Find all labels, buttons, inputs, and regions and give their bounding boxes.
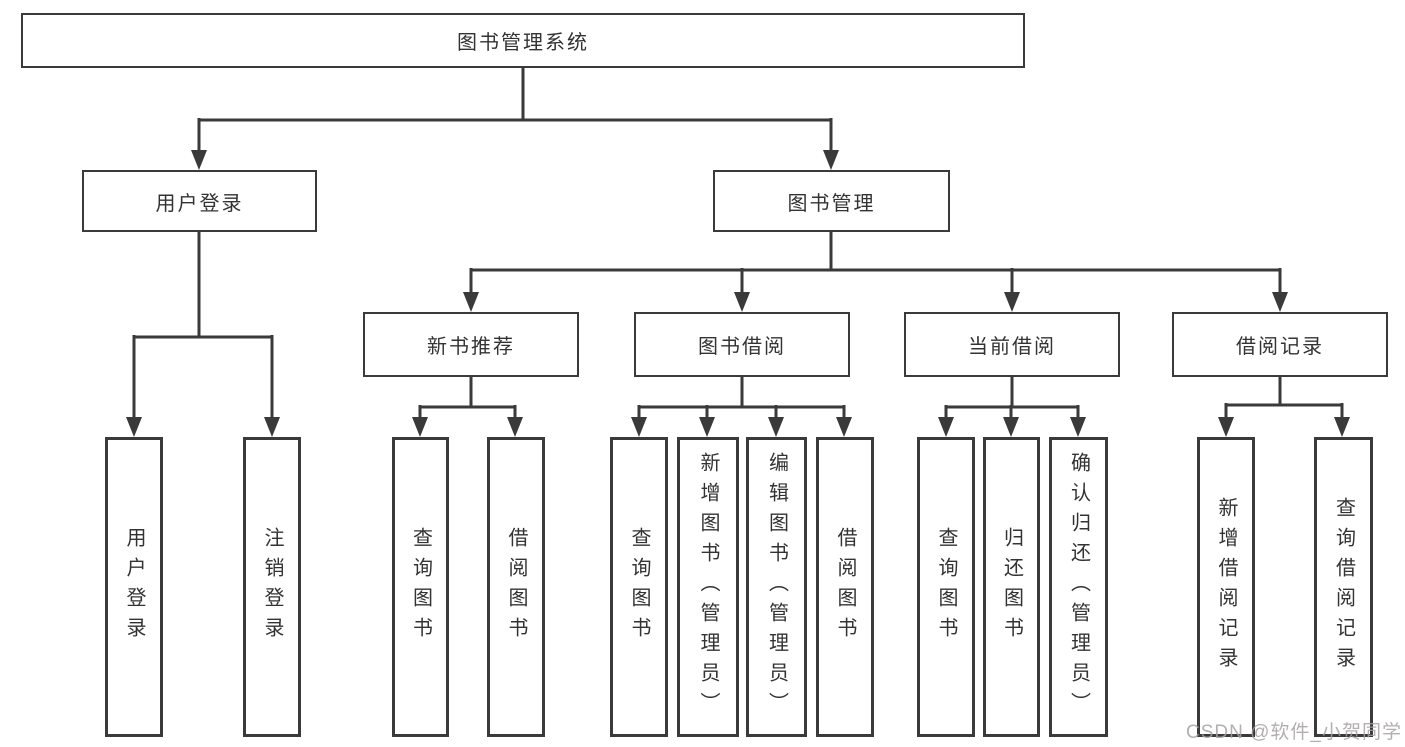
node-label: 新增图书（管理员） [697, 452, 719, 722]
connector-lines [132, 68, 1344, 422]
node-new-book-recommend: 新书推荐 [363, 312, 579, 377]
node-user-login: 用户登录 [105, 437, 163, 737]
node-confirm-return-admin: 确认归还（管理员） [1049, 437, 1108, 737]
node-label: 图书借阅 [698, 336, 786, 358]
node-add-borrow-record: 新增借阅记录 [1197, 437, 1255, 737]
node-label: 归还图书 [1000, 527, 1023, 647]
node-query-books-current: 查询图书 [917, 437, 975, 737]
node-book-management: 图书管理 [713, 170, 950, 232]
node-edit-book-admin: 编辑图书（管理员） [746, 437, 807, 737]
node-label: 图书管理 [787, 192, 876, 215]
node-label: 注销登录 [261, 527, 283, 647]
node-label: 新增借阅记录 [1215, 497, 1237, 677]
node-user-login-group: 用户登录 [82, 170, 317, 232]
node-label: 借阅图书 [834, 527, 856, 647]
node-label: 查询图书 [935, 527, 957, 647]
node-book-borrowing: 图书借阅 [634, 312, 850, 377]
node-query-borrow-record: 查询借阅记录 [1314, 437, 1373, 737]
csdn-watermark: CSDN @软件_小贺同学 [1186, 722, 1402, 743]
node-library-system: 图书管理系统 [21, 13, 1025, 68]
node-borrow-books-recommend: 借阅图书 [487, 437, 545, 737]
node-label: 借阅图书 [505, 527, 527, 647]
node-label: 当前借阅 [968, 336, 1056, 358]
arrowhead-icons [126, 150, 1350, 437]
node-query-books-recommend: 查询图书 [392, 437, 449, 737]
node-logout: 注销登录 [243, 437, 301, 737]
node-label: 查询图书 [409, 527, 432, 647]
node-borrow-records: 借阅记录 [1172, 312, 1388, 377]
node-label: 新书推荐 [427, 336, 515, 358]
node-add-book-admin: 新增图书（管理员） [677, 437, 739, 737]
node-label: 借阅记录 [1236, 336, 1324, 358]
node-label: 图书管理系统 [457, 32, 589, 54]
node-label: 编辑图书（管理员） [765, 452, 788, 722]
node-query-books-borrowing: 查询图书 [610, 437, 668, 737]
node-label: 用户登录 [155, 192, 244, 215]
node-label: 用户登录 [123, 527, 145, 647]
node-borrow-books: 借阅图书 [816, 437, 874, 737]
node-return-book: 归还图书 [983, 437, 1040, 737]
node-label: 查询借阅记录 [1332, 497, 1355, 677]
node-current-borrowing: 当前借阅 [904, 312, 1120, 377]
node-label: 查询图书 [628, 527, 650, 647]
node-label: 确认归还（管理员） [1067, 452, 1090, 722]
